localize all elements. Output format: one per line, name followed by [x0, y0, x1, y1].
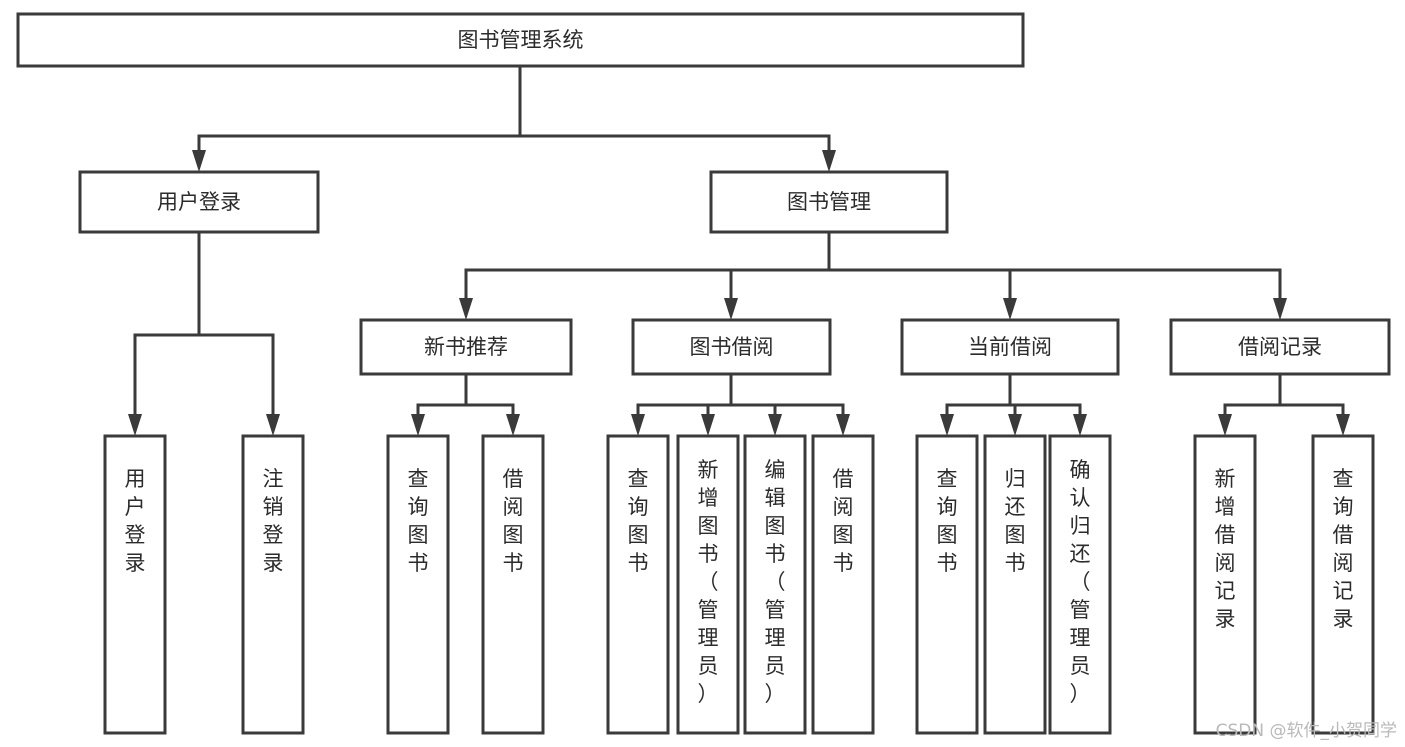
- node-label: 用户登录: [125, 467, 146, 575]
- node-leaf-confirm-return[interactable]: 确认归还（管理员）: [1048, 434, 1112, 735]
- node-label: 确认归还（管理员）: [1070, 458, 1091, 706]
- arrowhead-icon: [192, 150, 206, 172]
- node-box[interactable]: [983, 434, 1047, 735]
- arrowhead-icon: [836, 414, 850, 436]
- node-box[interactable]: [359, 318, 573, 376]
- node-label: 图书管理: [787, 190, 871, 214]
- node-label: 新增借阅记录: [1215, 467, 1236, 631]
- arrowhead-icon: [1008, 414, 1022, 436]
- node-box[interactable]: [743, 434, 807, 735]
- node-box[interactable]: [606, 434, 670, 735]
- node-label: 借阅图书: [503, 467, 524, 575]
- connector-new-book-rec: [411, 372, 520, 436]
- arrowhead-icon: [701, 414, 715, 436]
- watermark-label: CSDN @软件_小贺同学: [1215, 721, 1397, 741]
- node-leaf-logout[interactable]: 注销登录: [241, 434, 305, 735]
- node-root[interactable]: 图书管理系统: [16, 12, 1025, 68]
- node-label: 注销登录: [263, 467, 284, 575]
- arrowhead-icon: [1336, 414, 1350, 436]
- node-leaf-query-record[interactable]: 查询借阅记录: [1311, 434, 1375, 735]
- arrowhead-icon: [768, 414, 782, 436]
- node-boxes: 图书管理系统用户登录图书管理新书推荐图书借阅当前借阅借阅记录用户登录注销登录查询…: [16, 12, 1391, 735]
- node-label: 编辑图书（管理员）: [765, 458, 786, 706]
- arrowhead-icon: [266, 414, 280, 436]
- node-label: 查询图书: [408, 467, 429, 575]
- node-label: 图书管理系统: [458, 28, 584, 52]
- arrowhead-icon: [1273, 298, 1287, 320]
- node-label: 用户登录: [157, 190, 241, 214]
- arrowhead-icon: [411, 414, 425, 436]
- node-box[interactable]: [16, 12, 1025, 68]
- node-box[interactable]: [386, 434, 450, 735]
- node-book-borrow[interactable]: 图书借阅: [631, 318, 832, 376]
- node-leaf-borrow-book[interactable]: 借阅图书: [811, 434, 875, 735]
- arrowhead-icon: [1073, 414, 1087, 436]
- connector-links: [128, 64, 1350, 436]
- connector-current-borrow: [940, 372, 1087, 436]
- connector-book-borrow: [631, 372, 850, 436]
- node-box[interactable]: [78, 170, 320, 234]
- node-label: 查询图书: [628, 467, 649, 575]
- node-current-borrow[interactable]: 当前借阅: [900, 318, 1120, 376]
- node-leaf-borrow-book-rec[interactable]: 借阅图书: [481, 434, 545, 735]
- node-leaf-user-login[interactable]: 用户登录: [103, 434, 167, 735]
- node-box[interactable]: [1311, 434, 1375, 735]
- node-box[interactable]: [915, 434, 979, 735]
- node-leaf-edit-book[interactable]: 编辑图书（管理员）: [743, 434, 807, 735]
- node-box[interactable]: [631, 318, 832, 376]
- node-box[interactable]: [481, 434, 545, 735]
- node-label: 新书推荐: [424, 335, 508, 359]
- node-label: 新增图书（管理员）: [698, 458, 719, 706]
- node-leaf-add-book[interactable]: 新增图书（管理员）: [676, 434, 740, 735]
- arrowhead-icon: [1003, 298, 1017, 320]
- node-box[interactable]: [1169, 318, 1391, 376]
- node-leaf-query-book[interactable]: 查询图书: [606, 434, 670, 735]
- arrowhead-icon: [459, 298, 473, 320]
- node-box[interactable]: [241, 434, 305, 735]
- node-label: 图书借阅: [690, 335, 774, 359]
- connector-root: [192, 64, 836, 172]
- node-leaf-return-book[interactable]: 归还图书: [983, 434, 1047, 735]
- node-label: 借阅图书: [833, 467, 854, 575]
- node-box[interactable]: [1193, 434, 1257, 735]
- node-box[interactable]: [709, 170, 949, 234]
- node-box[interactable]: [900, 318, 1120, 376]
- node-label: 当前借阅: [968, 335, 1052, 359]
- node-book-manage[interactable]: 图书管理: [709, 170, 949, 234]
- arrowhead-icon: [1218, 414, 1232, 436]
- node-label: 借阅记录: [1238, 335, 1322, 359]
- node-leaf-query-book-rec[interactable]: 查询图书: [386, 434, 450, 735]
- node-box[interactable]: [811, 434, 875, 735]
- arrowhead-icon: [128, 414, 142, 436]
- node-user-login[interactable]: 用户登录: [78, 170, 320, 234]
- node-leaf-add-record[interactable]: 新增借阅记录: [1193, 434, 1257, 735]
- arrowhead-icon: [724, 298, 738, 320]
- connector-user-login: [128, 230, 280, 436]
- node-label: 归还图书: [1005, 467, 1026, 575]
- arrowhead-icon: [506, 414, 520, 436]
- connector-borrow-record: [1218, 372, 1350, 436]
- node-box[interactable]: [103, 434, 167, 735]
- node-label: 查询借阅记录: [1333, 467, 1354, 631]
- node-borrow-record[interactable]: 借阅记录: [1169, 318, 1391, 376]
- node-box[interactable]: [676, 434, 740, 735]
- arrowhead-icon: [822, 150, 836, 172]
- connector-book-manage: [459, 230, 1287, 320]
- arrowhead-icon: [940, 414, 954, 436]
- node-new-book-rec[interactable]: 新书推荐: [359, 318, 573, 376]
- arrowhead-icon: [631, 414, 645, 436]
- node-leaf-query-book-cur[interactable]: 查询图书: [915, 434, 979, 735]
- node-box[interactable]: [1048, 434, 1112, 735]
- node-label: 查询图书: [937, 467, 958, 575]
